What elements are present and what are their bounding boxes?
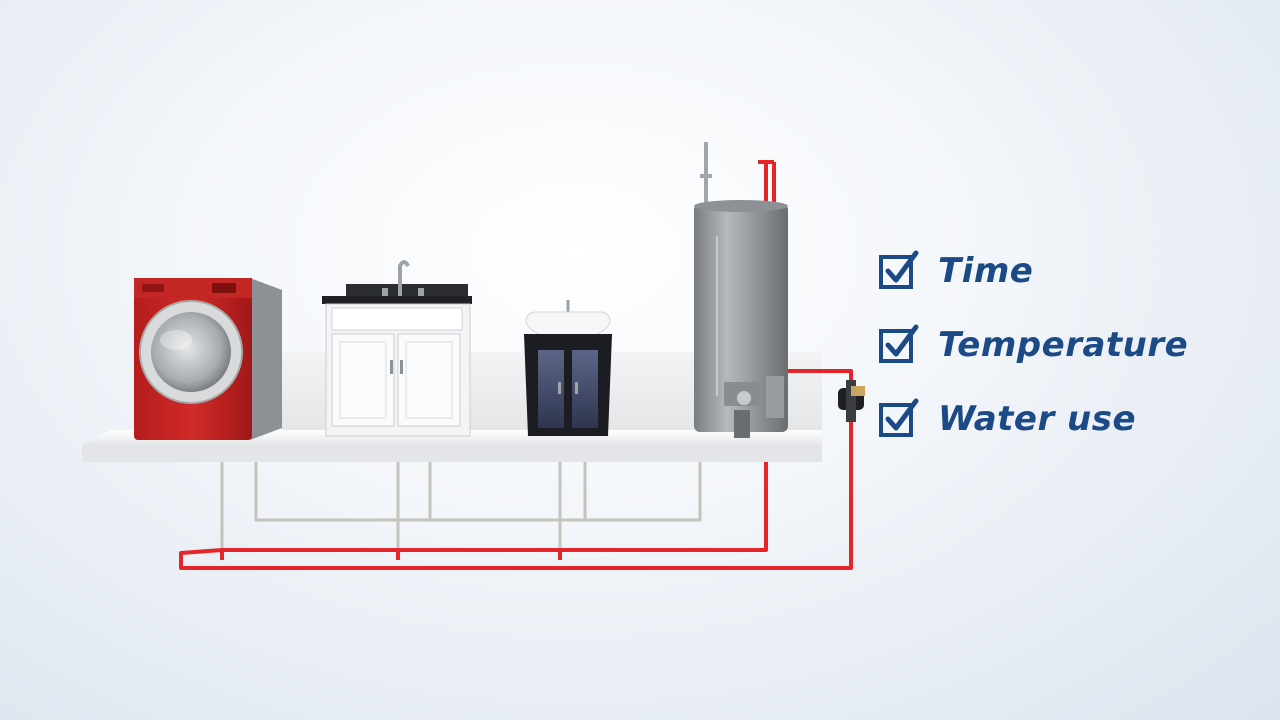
bathroom-vanity [524, 300, 612, 436]
checklist-item-temperature: Temperature [878, 308, 1258, 382]
checklist-item-time: Time [878, 234, 1258, 308]
water-heater [694, 142, 788, 438]
checklist-label: Temperature [938, 325, 1189, 365]
checklist-item-water-use: Water use [878, 382, 1258, 456]
cold-water-pipes [220, 462, 768, 550]
checklist: Time Temperature Water use [878, 234, 1258, 456]
washing-machine [134, 278, 282, 440]
recirculation-pump [838, 380, 865, 422]
checklist-label: Time [938, 251, 1034, 291]
checkbox-icon [879, 250, 919, 289]
hot-water-loop [179, 160, 853, 570]
checkbox-icon [879, 324, 919, 363]
checkbox-icon [879, 398, 919, 437]
checklist-label: Water use [938, 399, 1137, 439]
utility-sink-cabinet [322, 260, 472, 437]
